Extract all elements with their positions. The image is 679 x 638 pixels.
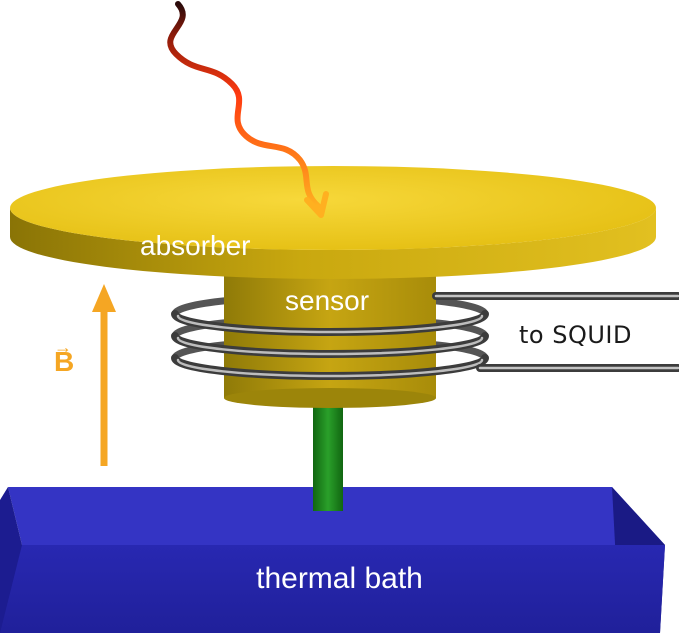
coil-front xyxy=(171,310,489,380)
photon-arrowhead xyxy=(304,191,329,218)
thermal-bath xyxy=(0,487,665,633)
magnetic-field-symbol: B xyxy=(54,346,75,377)
vector-arrow-mark: → xyxy=(54,337,72,357)
wavy-arrow-icon xyxy=(167,1,329,218)
absorber xyxy=(10,166,656,279)
absorber-top xyxy=(10,166,656,250)
sensor-label: sensor xyxy=(285,285,370,316)
absorber-rim xyxy=(10,208,656,279)
thermal-bath-front xyxy=(0,520,665,633)
up-arrow-icon xyxy=(92,284,116,466)
magnetic-field-label: → B xyxy=(54,338,75,377)
thermal-bath-label: thermal bath xyxy=(256,562,423,595)
thermal-link xyxy=(313,396,343,511)
thermal-bath-left xyxy=(0,487,22,633)
squid-leads xyxy=(432,292,679,372)
squid-label: to SQUID xyxy=(519,321,632,349)
photon-path xyxy=(167,1,321,209)
sensor-bottom xyxy=(224,388,436,408)
thermal-bath-top xyxy=(8,487,665,545)
absorber-label: absorber xyxy=(140,230,251,261)
